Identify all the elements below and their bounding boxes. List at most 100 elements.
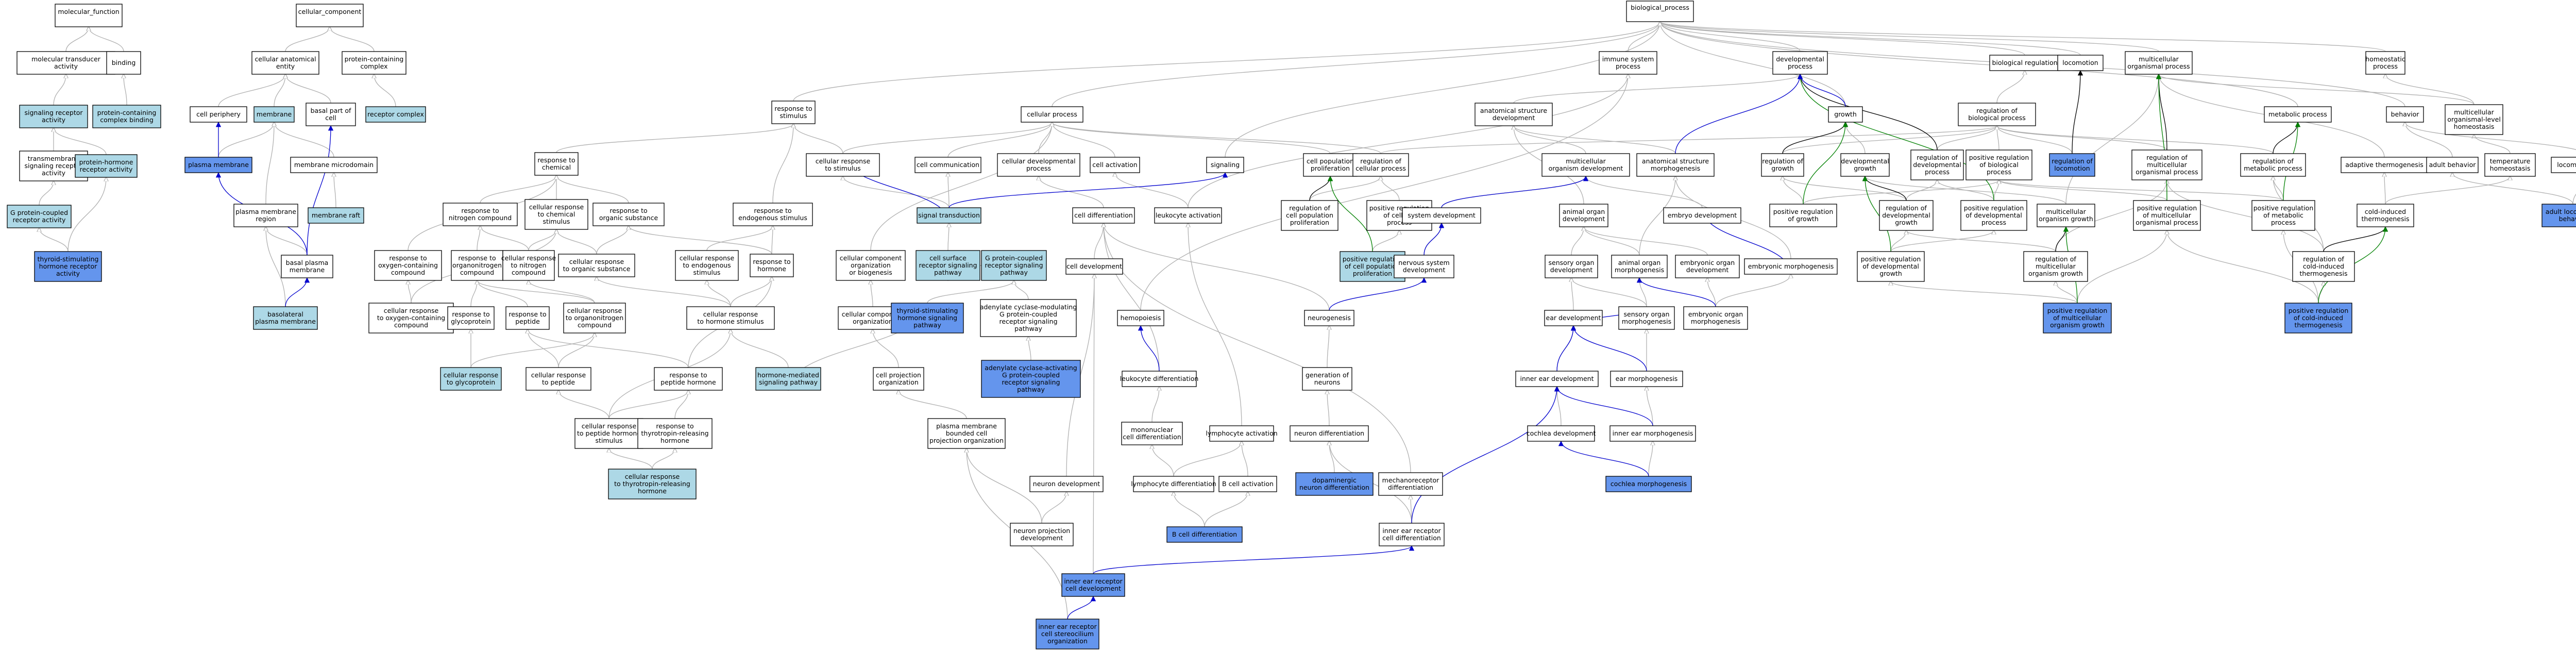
node-locbeh[interactable]: locomotory behavior [2551, 157, 2576, 173]
node-adbeh[interactable]: adult behavior [2426, 157, 2479, 173]
node-emorph[interactable]: embryonic morphogenesis [1744, 258, 1838, 275]
node-iemorph[interactable]: inner ear morphogenesis [1609, 425, 1696, 442]
node-signaling[interactable]: signaling [1206, 157, 1244, 173]
node-pm[interactable]: plasma membrane [184, 157, 252, 173]
node-lymdiff[interactable]: lymphocyte differentiation [1131, 476, 1216, 492]
node-eardev[interactable]: ear development [1544, 310, 1603, 326]
node-loco[interactable]: locomotion [2057, 55, 2104, 71]
node-ccomm[interactable]: cell communication [914, 157, 981, 173]
node-cdev[interactable]: cell development [1065, 258, 1123, 275]
node-rcomplex[interactable]: receptor complex [365, 106, 426, 123]
node-cochdev[interactable]: cochlea development [1527, 425, 1596, 442]
node-ndev[interactable]: neuron development [1029, 476, 1104, 492]
node-metab[interactable]: metabolic process [2264, 106, 2332, 123]
node-binding[interactable]: binding [106, 51, 141, 75]
node-breg[interactable]: biological regulation [1989, 55, 2060, 71]
node-hemo[interactable]: hemopoiesis [1117, 310, 1164, 326]
node-lymact[interactable]: lymphocyte activation [1206, 425, 1278, 442]
node-bdiff[interactable]: B cell differentiation [1166, 526, 1243, 543]
node-behavior[interactable]: behavior [2386, 106, 2424, 123]
node-st[interactable]: signal transduction [917, 207, 981, 224]
node-cochmorph[interactable]: cochlea morphogenesis [1605, 476, 1692, 492]
node-cperiph[interactable]: cell periphery [190, 106, 247, 123]
node-neudiff[interactable]: neuron differentiation [1290, 425, 1369, 442]
node-cact[interactable]: cell activation [1090, 157, 1140, 173]
node-ieardev[interactable]: inner ear development [1515, 371, 1599, 387]
node-mf[interactable]: molecular_function [55, 4, 123, 27]
node-mmd[interactable]: membrane microdomain [290, 157, 378, 173]
node-membrane[interactable]: membrane [253, 106, 295, 123]
node-leuact[interactable]: leukocyte activation [1154, 207, 1222, 224]
node-raft[interactable]: membrane raft [308, 207, 364, 224]
